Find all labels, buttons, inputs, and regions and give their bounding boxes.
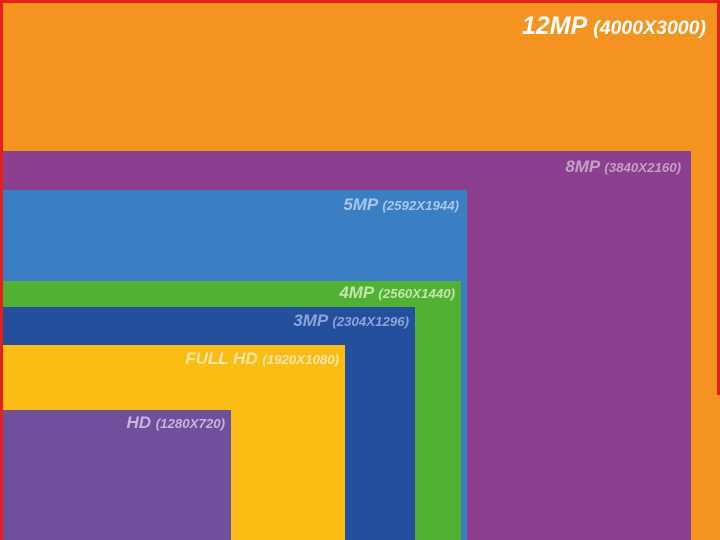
frame-border-left: [0, 0, 3, 540]
label-8mp: 8MP (3840X2160): [565, 157, 681, 177]
label-3mp-dims: (2304X1296): [332, 314, 409, 329]
label-4mp: 4MP (2560X1440): [339, 283, 455, 303]
frame-border-top: [0, 0, 720, 3]
label-5mp-name: 5MP: [343, 195, 378, 214]
label-hd: HD (1280X720): [126, 413, 225, 433]
frame-border-right: [717, 0, 720, 395]
label-hd-name: HD: [126, 413, 152, 432]
label-5mp: 5MP (2592X1944): [343, 195, 459, 215]
label-3mp: 3MP (2304X1296): [293, 311, 409, 331]
label-4mp-name: 4MP: [339, 283, 374, 302]
label-fullhd-name: FULL HD: [185, 349, 258, 368]
label-4mp-dims: (2560X1440): [378, 286, 455, 301]
label-8mp-dims: (3840X2160): [604, 160, 681, 175]
label-5mp-dims: (2592X1944): [382, 198, 459, 213]
label-fullhd-dims: (1920X1080): [262, 352, 339, 367]
label-12mp-dims: (4000X3000): [593, 17, 706, 39]
label-8mp-name: 8MP: [565, 157, 600, 176]
label-fullhd: FULL HD (1920X1080): [185, 349, 339, 369]
label-12mp-name: 12MP: [521, 12, 587, 40]
label-12mp: 12MP (4000X3000): [522, 12, 706, 41]
label-hd-dims: (1280X720): [155, 416, 225, 431]
box-hd: HD (1280X720): [0, 410, 231, 540]
label-3mp-name: 3MP: [293, 311, 328, 330]
